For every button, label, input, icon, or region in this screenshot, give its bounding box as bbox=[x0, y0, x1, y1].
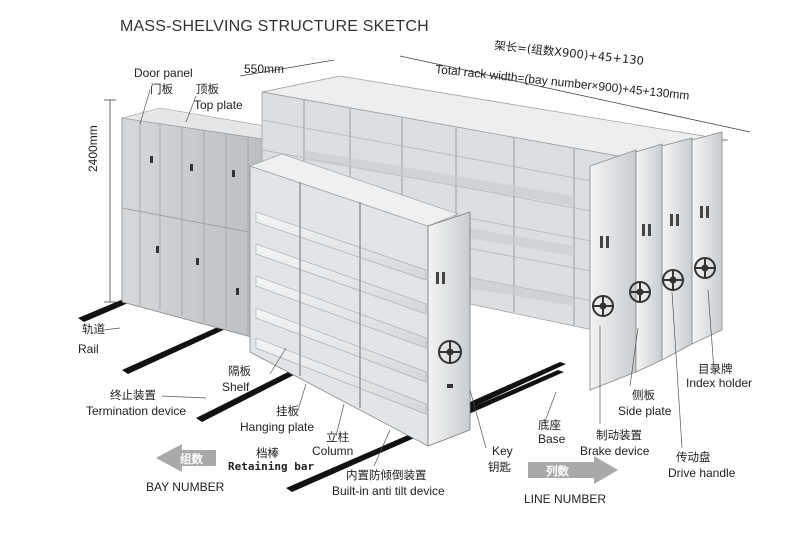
key-icon bbox=[447, 384, 453, 388]
lock-icon bbox=[196, 258, 199, 265]
depth-dimension: 550mm bbox=[244, 62, 285, 76]
top-plate-label-en: Top plate bbox=[194, 98, 243, 112]
door-panel-label-cn: 门板 bbox=[150, 82, 173, 96]
line-number-label-cn: 列数 bbox=[546, 464, 569, 478]
line-number-label-en: LINE NUMBER bbox=[524, 492, 607, 506]
front-shelving-unit bbox=[249, 153, 471, 447]
drive-handle-icons bbox=[592, 257, 716, 317]
mobile-side-plates bbox=[589, 131, 723, 391]
hanging-plate-label-en: Hanging plate bbox=[240, 420, 315, 434]
hanging-plate-label-cn: 挂板 bbox=[276, 404, 299, 418]
lock-icon bbox=[156, 246, 159, 253]
steering-wheel-icon bbox=[592, 295, 614, 317]
diagram-title: MASS-SHELVING STRUCTURE SKETCH bbox=[120, 18, 429, 35]
index-holder-label-en: Index holder bbox=[686, 376, 753, 390]
brake-label-en: Brake device bbox=[580, 444, 650, 458]
lock-icon bbox=[190, 164, 193, 171]
shelf-label-en: Shelf bbox=[222, 380, 250, 394]
base-label-cn: 底座 bbox=[538, 418, 561, 432]
rail-5 bbox=[452, 362, 566, 414]
leader-lines bbox=[103, 89, 715, 467]
shelf-label-cn: 隔板 bbox=[228, 364, 251, 378]
lock-icon bbox=[232, 170, 235, 177]
base-label-en: Base bbox=[538, 432, 566, 446]
drive-handle-label-en: Drive handle bbox=[668, 466, 736, 480]
column-label-cn: 立柱 bbox=[326, 430, 349, 444]
height-dimension: 2400mm bbox=[86, 125, 100, 172]
bay-number-label-en: BAY NUMBER bbox=[146, 480, 225, 494]
door-panel-label-en: Door panel bbox=[134, 66, 193, 80]
termination-label-en: Termination device bbox=[86, 404, 187, 418]
rail-label-en: Rail bbox=[78, 342, 99, 356]
bay-number-label-cn: 组数 bbox=[180, 452, 203, 466]
top-plate-label-cn: 顶板 bbox=[196, 82, 219, 96]
steering-wheel-icon bbox=[662, 269, 684, 291]
key-label-en: Key bbox=[492, 444, 513, 458]
retaining-bar-label-cn: 档棒 bbox=[256, 446, 279, 460]
side-plate-label-cn: 侧板 bbox=[632, 388, 655, 402]
brake-label-cn: 制动装置 bbox=[596, 428, 642, 442]
closed-cabinets bbox=[121, 107, 301, 343]
anti-tilt-label-cn: 内置防倾倒装置 bbox=[346, 468, 427, 482]
steering-wheel-icon bbox=[438, 340, 462, 364]
termination-label-cn: 终止装置 bbox=[110, 388, 156, 402]
lock-icon bbox=[150, 156, 153, 163]
side-plate-label-en: Side plate bbox=[618, 404, 672, 418]
steering-wheel-icon bbox=[629, 281, 651, 303]
rail-label-cn: 轨道 bbox=[82, 322, 105, 336]
bay-number-arrow bbox=[156, 444, 216, 472]
key-label-cn: 钥匙 bbox=[488, 460, 511, 474]
steering-wheel-icon bbox=[694, 257, 716, 279]
column-label-en: Column bbox=[312, 444, 354, 458]
anti-tilt-label-en: Built-in anti tilt device bbox=[332, 484, 445, 498]
line-number-arrow bbox=[528, 456, 618, 484]
retaining-bar-label-en: Retaining bar bbox=[228, 460, 315, 473]
dimension-lines bbox=[104, 55, 751, 303]
index-holder-label-cn: 目录牌 bbox=[698, 362, 733, 376]
lock-icon bbox=[236, 288, 239, 295]
drive-handle-label-cn: 传动盘 bbox=[676, 450, 711, 464]
